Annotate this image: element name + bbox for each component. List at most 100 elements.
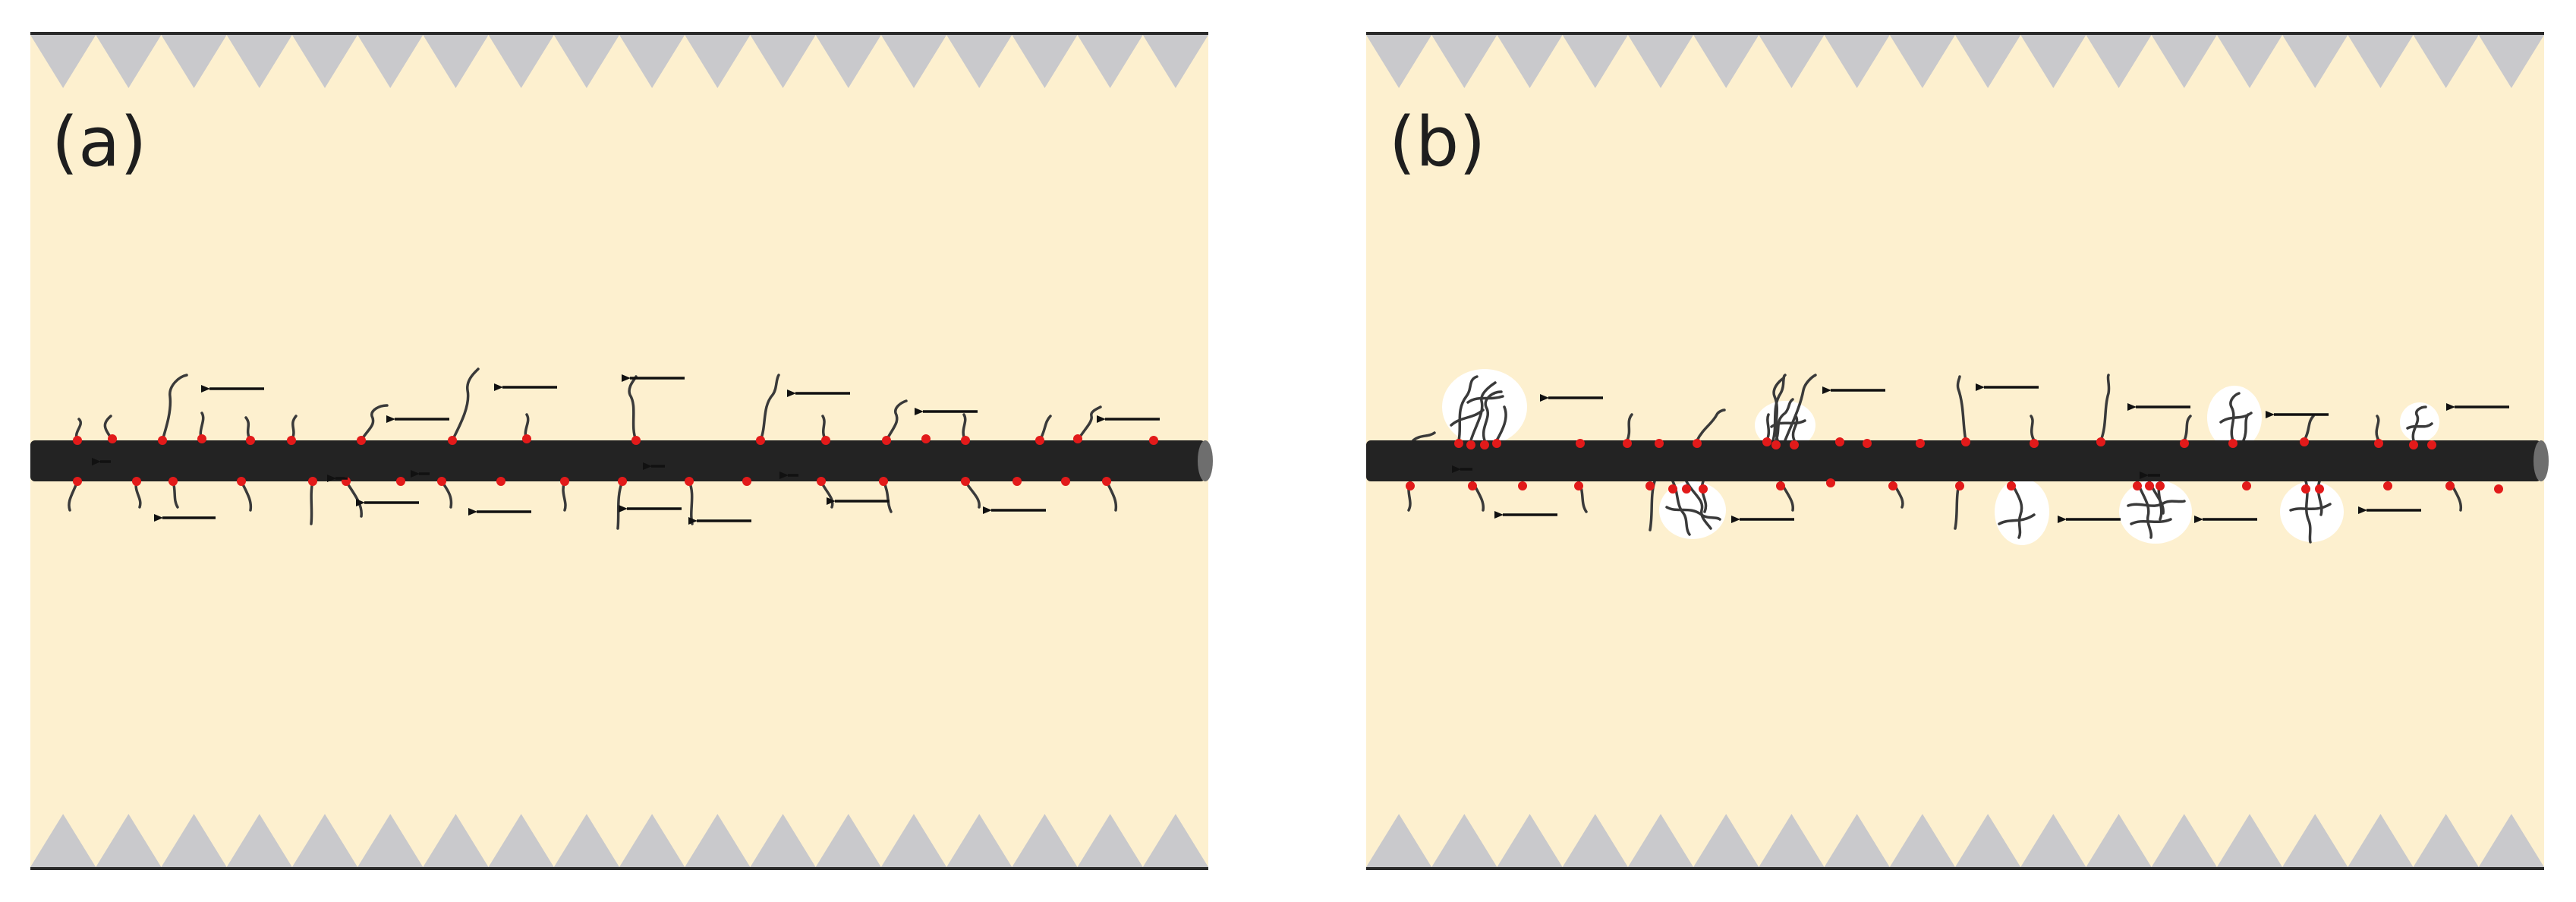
anchor-dot bbox=[2315, 484, 2324, 494]
anchor-dot bbox=[1073, 434, 1082, 443]
anchor-dot bbox=[1035, 436, 1044, 445]
anchor-dot bbox=[560, 477, 569, 486]
anchor-dot bbox=[1835, 437, 1844, 446]
wall-tooth bbox=[161, 814, 227, 867]
wall-tooth bbox=[1627, 35, 1694, 88]
wall-tooth bbox=[1562, 814, 1628, 867]
anchor-dot bbox=[1655, 439, 1664, 448]
anchor-dot bbox=[197, 434, 206, 443]
cluster bbox=[2119, 480, 2192, 544]
cluster bbox=[2400, 402, 2439, 442]
wall-tooth bbox=[1077, 35, 1143, 88]
wall-tooth bbox=[2086, 814, 2152, 867]
wall-tooth bbox=[815, 35, 881, 88]
anchor-dot bbox=[618, 477, 627, 486]
anchor-dot bbox=[817, 477, 826, 486]
anchor-dot bbox=[1888, 481, 1897, 490]
polymer-chains-top bbox=[74, 367, 1102, 442]
wall-tooth bbox=[1955, 814, 2021, 867]
rod-body bbox=[30, 440, 1205, 481]
flow-arrows bbox=[92, 374, 1160, 525]
cluster bbox=[1442, 369, 1527, 445]
wall-tooth bbox=[1824, 814, 1890, 867]
wall-tooth bbox=[2348, 814, 2414, 867]
wall-tooth bbox=[2151, 814, 2217, 867]
anchor-dot bbox=[2301, 484, 2310, 494]
anchor-dot bbox=[287, 436, 296, 445]
wall-tooth bbox=[2282, 814, 2348, 867]
wall-tooth bbox=[1431, 35, 1497, 88]
anchor-dot bbox=[2427, 440, 2436, 449]
anchor-dot bbox=[1623, 439, 1632, 448]
anchor-dot bbox=[1693, 439, 1702, 448]
anchor-dot bbox=[1776, 481, 1785, 490]
wall-tooth bbox=[1366, 814, 1432, 867]
polymer-chains-top bbox=[1412, 374, 2433, 442]
anchor-dot bbox=[73, 436, 82, 445]
anchor-dot bbox=[1466, 440, 1475, 449]
wall-tooth bbox=[619, 814, 685, 867]
anchor-dot bbox=[631, 436, 641, 445]
anchor-dot bbox=[1454, 439, 1463, 448]
wall-tooth bbox=[2020, 814, 2086, 867]
wall-tooth bbox=[1759, 35, 1825, 88]
wall-tooth bbox=[1824, 35, 1890, 88]
wall-tooth bbox=[1497, 814, 1563, 867]
wall-tooth bbox=[1366, 35, 1432, 88]
anchor-dot bbox=[1790, 440, 1799, 449]
bottom-wall-teeth bbox=[1366, 814, 2544, 867]
anchor-dot bbox=[1061, 477, 1070, 486]
wall-tooth bbox=[1562, 35, 1628, 88]
anchor-dot bbox=[882, 436, 891, 445]
anchor-dot bbox=[2145, 481, 2154, 490]
anchor-dot bbox=[879, 477, 888, 486]
wall-tooth bbox=[2151, 35, 2217, 88]
cluster bbox=[1755, 401, 1815, 449]
anchor-dot bbox=[132, 477, 141, 486]
wall-tooth bbox=[1142, 814, 1208, 867]
wall-tooth bbox=[1012, 814, 1078, 867]
wall-tooth bbox=[2478, 814, 2544, 867]
wall-tooth bbox=[2413, 35, 2479, 88]
panel-label: (a) bbox=[52, 102, 146, 182]
anchor-dot bbox=[2383, 481, 2392, 490]
wall-tooth bbox=[1693, 35, 1759, 88]
wall-tooth bbox=[2020, 35, 2086, 88]
rod bbox=[30, 440, 1213, 481]
anchor-dot bbox=[1574, 481, 1583, 490]
wall-tooth bbox=[1497, 35, 1563, 88]
wall-tooth bbox=[2216, 814, 2283, 867]
anchor-dot bbox=[246, 436, 255, 445]
anchor-dot bbox=[1012, 477, 1022, 486]
anchor-dot bbox=[2374, 439, 2383, 448]
anchor-dot bbox=[2030, 439, 2039, 448]
anchor-dot bbox=[1699, 484, 1708, 494]
wall-tooth bbox=[423, 35, 489, 88]
panel-label: (b) bbox=[1389, 102, 1485, 182]
anchor-dot bbox=[2007, 481, 2016, 490]
wall-tooth bbox=[1077, 814, 1143, 867]
wall-tooth bbox=[2216, 35, 2283, 88]
anchor-dot bbox=[1668, 484, 1677, 494]
wall-tooth bbox=[423, 814, 489, 867]
anchor-dot bbox=[496, 477, 505, 486]
wall-tooth bbox=[96, 814, 162, 867]
wall-tooth bbox=[291, 35, 358, 88]
wall-tooth bbox=[357, 35, 424, 88]
anchor-dot bbox=[437, 477, 446, 486]
anchor-dot bbox=[2096, 437, 2105, 446]
anchor-dot bbox=[961, 436, 970, 445]
wall-tooth bbox=[1889, 814, 1955, 867]
rod-body bbox=[1366, 440, 2541, 481]
wall-tooth bbox=[291, 814, 358, 867]
anchor-dot bbox=[1826, 478, 1835, 487]
anchor-dot bbox=[961, 477, 970, 486]
wall-tooth bbox=[880, 814, 947, 867]
wall-tooth bbox=[2086, 35, 2152, 88]
anchor-dot bbox=[1771, 440, 1781, 449]
wall-tooth bbox=[488, 35, 554, 88]
anchor-dot bbox=[2180, 439, 2189, 448]
wall-tooth bbox=[946, 35, 1012, 88]
anchor-dot bbox=[2300, 437, 2309, 446]
anchor-dot bbox=[308, 477, 317, 486]
